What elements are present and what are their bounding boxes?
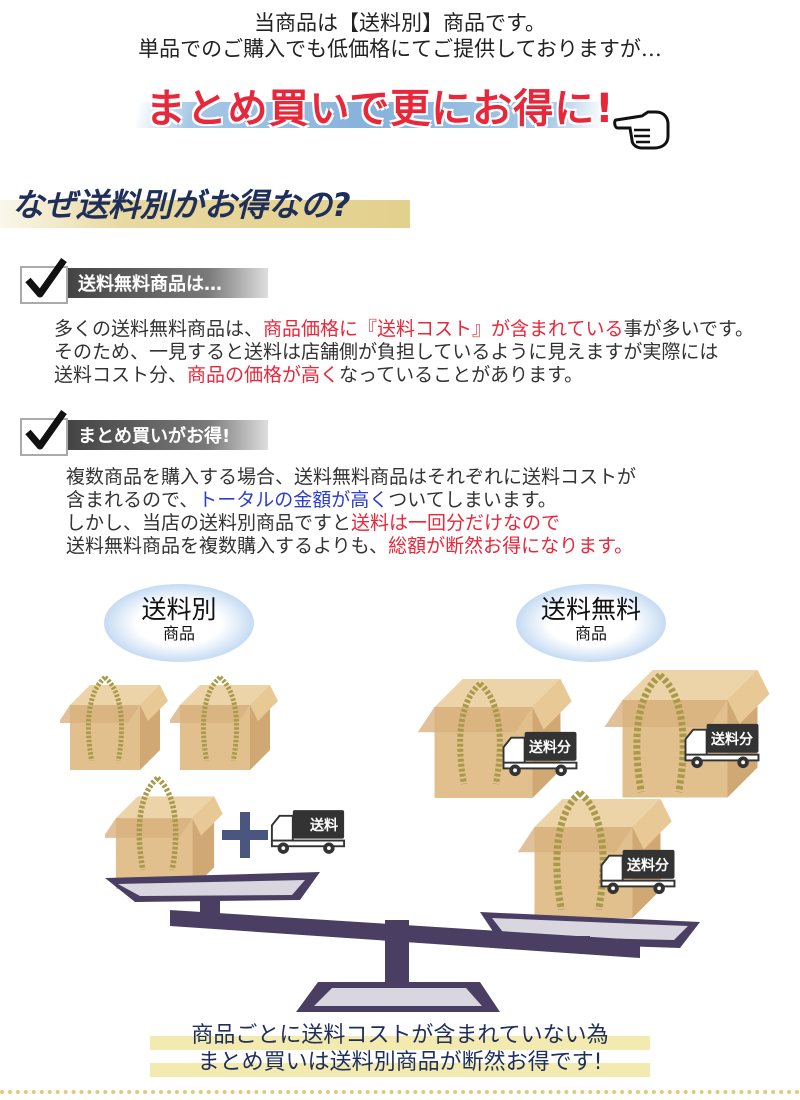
section-1-line-3: 送料コスト分、商品の価格が高くなっていることがあります。 xyxy=(54,364,583,387)
text: 送料コスト分、 xyxy=(54,364,188,386)
text: 多くの送料無料商品は、 xyxy=(54,318,264,340)
section-label-bar xyxy=(68,420,268,450)
bubble-subtitle: 商品 xyxy=(162,624,195,643)
section-1-line-1: 多くの送料無料商品は、商品価格に『送料コスト』が含まれている事が多いです。 xyxy=(54,318,754,341)
text: しかし、当店の送料別商品ですと xyxy=(66,512,352,534)
scale-post xyxy=(385,920,409,990)
bottom-line-2: まとめ買いは送料別商品が断然お得です! xyxy=(197,1050,603,1075)
section-1-line-2: そのため、一見すると送料は店舗側が負担しているように見えますが実際には xyxy=(54,341,718,364)
pointing-hand-icon xyxy=(613,110,670,150)
scale-illustration: 送料 送料分 送料分 送料分 xyxy=(60,670,770,1012)
text: そのため、一見すると送料は店舗側が負担しているように見えますが実際には xyxy=(54,341,719,363)
section-label-bar xyxy=(68,268,268,298)
section-bulk-buy-header: まとめ買いがお得! xyxy=(20,409,420,458)
truck-label-per-item: 送料分 xyxy=(626,857,669,874)
section-free-shipping-header: 送料無料商品は… xyxy=(20,257,420,306)
bubble-subtitle: 商品 xyxy=(574,624,607,643)
plus-icon xyxy=(240,812,250,858)
headline-banner: まとめ買いで更にお得に! xyxy=(0,76,800,136)
why-section-title: なぜ送料別がお得なの? xyxy=(0,178,420,228)
bubble-title: 送料無料 xyxy=(540,595,641,624)
highlight-blue: トータルの金額が高く xyxy=(198,489,389,511)
text: 含まれるので、 xyxy=(66,489,199,511)
bubble-free-shipping: 送料無料 商品 xyxy=(516,584,666,662)
box-item xyxy=(105,796,223,890)
section-2-line-2: 含まれるので、トータルの金額が高くついてしまいます。 xyxy=(66,489,557,512)
text: 送料無料商品を複数購入するよりも、 xyxy=(66,535,389,557)
highlight-red: 商品の価格が高く xyxy=(187,364,340,386)
bottom-line-1: 商品ごとに送料コストが含まれていない為 xyxy=(191,1023,609,1048)
intro-line-1: 当商品は【送料別】商品です。 xyxy=(254,11,546,35)
dotted-divider xyxy=(0,1090,800,1094)
text: ついてしまいます。 xyxy=(388,489,557,511)
headline-text: まとめ買いで更にお得に! xyxy=(145,86,615,132)
checkmark-icon xyxy=(25,409,67,450)
why-title-band xyxy=(0,200,410,228)
intro-line-2: 単品でのご購入でも低価格にてご提供しておりますが… xyxy=(138,37,662,61)
truck-label-per-item: 送料分 xyxy=(528,739,571,756)
truck-label-single: 送料 xyxy=(309,817,338,834)
highlight-red: 送料は一回分だけなので xyxy=(351,512,561,534)
box-item xyxy=(170,685,278,770)
box-item xyxy=(60,685,168,770)
why-title-text: なぜ送料別がお得なの? xyxy=(12,186,351,224)
highlight-red: 商品価格に『送料コスト』が含まれている xyxy=(263,318,624,340)
highlight-red: 総額が断然お得になります。 xyxy=(388,535,634,557)
bottom-message: 商品ごとに送料コストが含まれていない為 まとめ買いは送料別商品が断然お得です! xyxy=(0,1022,800,1077)
section-1-label: 送料無料商品は… xyxy=(78,274,222,295)
bubble-title: 送料別 xyxy=(141,595,217,624)
bubble-separate-shipping: 送料別 商品 xyxy=(104,584,254,662)
text: なっていることがあります。 xyxy=(339,364,584,386)
bottom-highlight xyxy=(150,1036,650,1050)
checkmark-icon xyxy=(25,257,67,298)
text: 事が多いです。 xyxy=(623,318,754,340)
section-2-label: まとめ買いがお得! xyxy=(78,426,231,447)
section-2-line-3: しかし、当店の送料別商品ですと送料は一回分だけなので xyxy=(66,512,560,535)
bottom-highlight xyxy=(150,1063,650,1077)
section-2-line-1: 複数商品を購入する場合、送料無料商品はそれぞれに送料コストが xyxy=(66,466,637,488)
truck-label-per-item: 送料分 xyxy=(710,731,753,748)
section-2-line-4: 送料無料商品を複数購入するよりも、総額が断然お得になります。 xyxy=(66,535,633,558)
